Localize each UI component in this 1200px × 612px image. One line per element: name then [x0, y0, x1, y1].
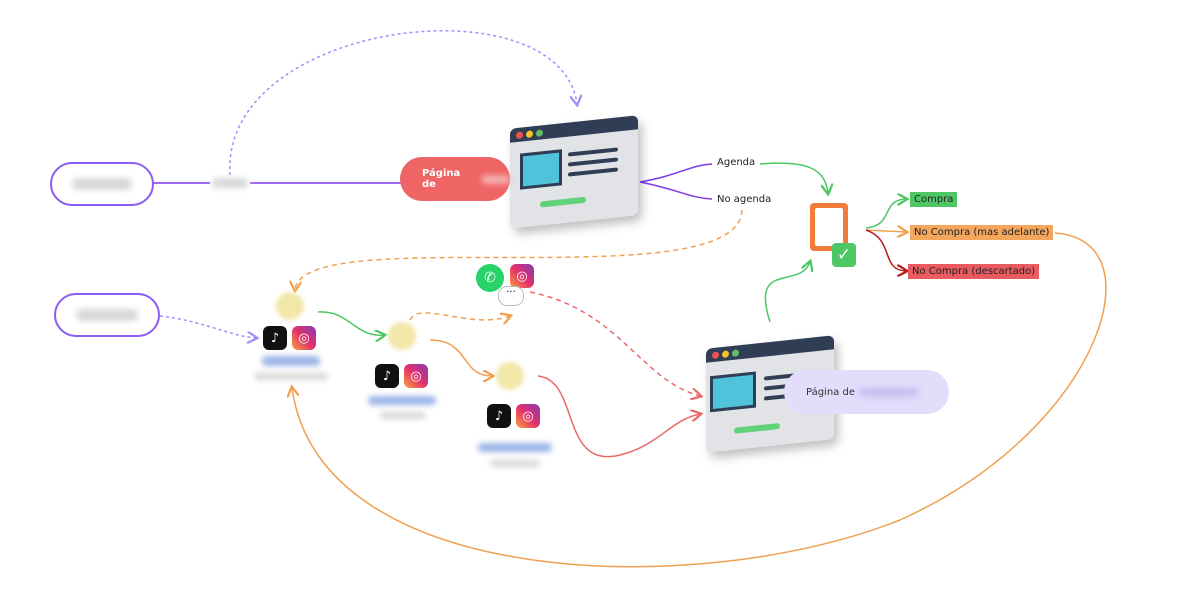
edge: [159, 315, 256, 338]
edge: [865, 230, 906, 232]
step-label-blurred: [262, 356, 320, 366]
avatar: [388, 322, 416, 350]
edge: [865, 199, 906, 229]
step-sublabel-blurred: [490, 460, 540, 467]
instagram-icon: ◎: [404, 364, 428, 388]
edge: [317, 311, 384, 335]
tiktok-icon: ♪: [263, 326, 287, 350]
edge: [865, 229, 906, 271]
step-sublabel-blurred: [254, 373, 328, 380]
edge: [409, 312, 510, 320]
instagram-icon: ◎: [292, 326, 316, 350]
outcome-no-compra-discarded: No Compra (descartado): [908, 264, 1040, 279]
step-sublabel-blurred: [380, 412, 426, 419]
edge-label-blurred: [212, 178, 248, 188]
outcome-no-compra-later: No Compra (mas adelante): [910, 225, 1054, 240]
instagram-icon: ◎: [510, 264, 534, 288]
whatsapp-icon: ✆: [476, 264, 504, 292]
step-label-blurred: [368, 396, 436, 405]
no-agenda-label: No agenda: [717, 194, 772, 205]
tiktok-icon: ♪: [375, 364, 399, 388]
edge: [764, 262, 810, 323]
agenda-label: Agenda: [717, 157, 756, 168]
landing-page-label: Página de: [422, 168, 461, 190]
edge: [529, 291, 700, 396]
edge: [759, 162, 828, 193]
sales-page-label: Página de: [806, 386, 855, 398]
step-label-blurred: [478, 443, 552, 452]
check-icon: ✓: [832, 243, 856, 267]
clipboard-icon: [810, 203, 848, 251]
browser-icon: [510, 115, 638, 229]
edge: [292, 232, 1107, 568]
edge: [639, 181, 713, 200]
edge: [639, 163, 713, 183]
edge: [229, 30, 577, 176]
chat-bubble-icon: ···: [498, 286, 524, 306]
tiktok-icon: ♪: [487, 404, 511, 428]
sales-page-node[interactable]: Página de: [784, 370, 949, 414]
avatar: [276, 292, 304, 320]
source-node-1[interactable]: [50, 162, 154, 206]
landing-page-node[interactable]: Página de: [400, 157, 510, 201]
edge: [429, 339, 492, 376]
source-node-2[interactable]: [54, 293, 160, 337]
outcome-compra: Compra: [910, 192, 958, 207]
edge: [295, 209, 743, 290]
edge: [537, 375, 700, 458]
avatar: [496, 362, 524, 390]
instagram-icon: ◎: [516, 404, 540, 428]
